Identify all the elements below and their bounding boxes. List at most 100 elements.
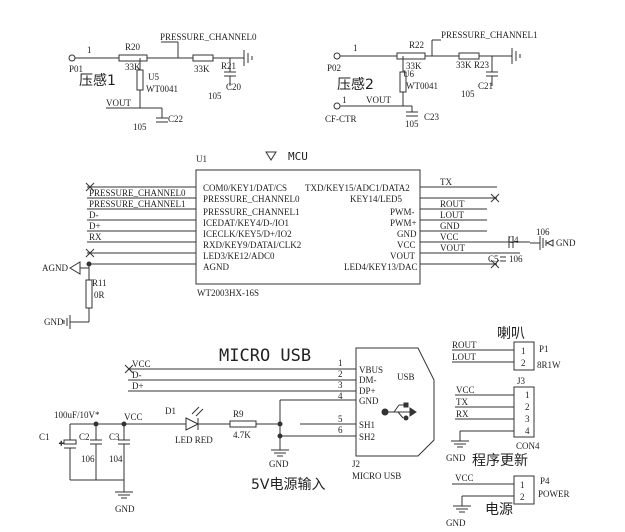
speaker-connector-block: 喇叭 P1 8R1W 1 2 ROUT LOUT	[452, 326, 561, 371]
usb-ref: J2	[352, 459, 360, 469]
r21-resistor	[192, 54, 214, 62]
c1-value: 100uF/10V*	[54, 410, 100, 420]
mcu-right-pin-6: VCC	[397, 240, 416, 250]
r23-value: 33K	[456, 60, 472, 70]
net-label-d-minus: D-	[89, 210, 99, 220]
p01-label: P01	[69, 64, 83, 74]
d1-value: LED RED	[175, 435, 213, 445]
net-label-vcc-mcu: VCC	[440, 232, 459, 242]
net-label-pressure-channel1: PRESSURE_CHANNEL1	[441, 30, 538, 40]
usb-pin-sh2: SH2	[359, 432, 375, 442]
r20-resistor	[118, 54, 148, 62]
mcu-left-pin-5: ICECLK/KEY5/D+/IO2	[203, 229, 292, 239]
u6-value: WT0041	[406, 81, 438, 91]
mcu-right-pin-2: KEY14/LED5	[350, 194, 402, 204]
power-connector-block: P4 1 2 POWER VCC GND 电源	[446, 473, 570, 528]
r9-ref: R9	[233, 409, 244, 419]
cf-ctr-label: CF-CTR	[325, 114, 357, 124]
net-label-lout: LOUT	[440, 210, 464, 220]
speaker-title: 喇叭	[497, 326, 525, 342]
c1-capacitor: +	[59, 424, 77, 480]
r9-resistor	[229, 420, 257, 428]
j3-pin-1: 1	[525, 390, 530, 400]
no-connect-marker	[85, 182, 95, 258]
c3-ref: C3	[109, 432, 120, 442]
net-label-pressure-channel0-mcu: PRESSURE_CHANNEL0	[89, 188, 186, 198]
junction	[121, 421, 127, 427]
c2-value: 106	[81, 454, 95, 464]
usb-pin-gnd: GND	[359, 396, 379, 406]
j3-part: CON4	[516, 441, 540, 451]
mcu-left-pin-2: PRESSURE_CHANNEL0	[203, 194, 300, 204]
svg-text:+: +	[59, 439, 64, 448]
c2-ref: C2	[79, 432, 90, 442]
r23-resistor	[458, 52, 480, 60]
usb-icon	[381, 402, 417, 421]
r22-value: 33K	[406, 61, 422, 71]
c5-ref: C5	[488, 254, 499, 264]
usb-pin-num-5: 5	[338, 414, 343, 424]
usb-connector-body	[355, 347, 435, 457]
p01-terminal	[68, 54, 76, 62]
mcu-right-pin-1: TXD/KEY15/ADC1/DATA2	[305, 183, 410, 193]
net-label-rout-spk: ROUT	[452, 340, 477, 350]
mcu-ref: U1	[196, 154, 207, 164]
j3-ref: J3	[517, 376, 526, 386]
p4-part: POWER	[538, 489, 570, 499]
ground-symbol	[271, 449, 289, 457]
u5-ref: U5	[148, 72, 159, 82]
gnd-label-prog: GND	[446, 453, 466, 463]
usb-pin-sh1: SH1	[359, 420, 375, 430]
net-label-pressure-channel0: PRESSURE_CHANNEL0	[160, 32, 257, 42]
led-diode-icon	[185, 417, 200, 431]
vout-label-1: VOUT	[106, 98, 131, 108]
usb-pin-dm: DM-	[359, 375, 377, 385]
c4-ref: C4	[508, 235, 519, 245]
ground-symbol	[539, 236, 547, 250]
p4-connector	[513, 475, 535, 505]
c22-value: 105	[133, 122, 147, 132]
no-connect-marker	[490, 193, 500, 269]
micro-usb-block: MICRO USB USB VBUS DM- DP+ GND SH1 SH2 1…	[39, 346, 435, 514]
mcu-block: MCU U1 WT2003HX-16S COM0/KEY1/DAT/CS PRE…	[42, 150, 576, 329]
c1-ref: C1	[39, 432, 50, 442]
usb-pin-num-6: 6	[338, 425, 343, 435]
r21-ref: R21	[221, 61, 236, 71]
r21-value: 33K	[194, 64, 210, 74]
gnd-label-usb: GND	[269, 459, 289, 469]
usb-pin-num-4: 4	[338, 391, 343, 401]
p01-pin-number: 1	[87, 45, 92, 55]
p02-pin-number: 1	[353, 43, 358, 53]
ground-symbol	[451, 440, 469, 448]
net-label-dplus-usb: D+	[132, 381, 144, 391]
pressure-sensor-2-label: 压感2	[337, 76, 374, 93]
net-label-rx: RX	[89, 232, 102, 242]
pressure-sensor-2-block: 1 P02 R22 33K PRESSURE_CHANNEL1 33K R23 …	[325, 30, 538, 129]
net-label-tx-prog: TX	[456, 397, 468, 407]
junction	[86, 261, 92, 267]
usb-pin-num-2: 2	[338, 369, 343, 379]
c3-value: 104	[109, 454, 123, 464]
program-update-title: 程序更新	[472, 453, 528, 469]
r20-ref: R20	[125, 42, 141, 52]
junction	[277, 433, 283, 439]
no-connect-marker	[124, 364, 134, 374]
gnd-label-pwr: GND	[446, 518, 466, 528]
gnd-label-input: GND	[115, 504, 135, 514]
u6-ref: U6	[403, 69, 414, 79]
net-label-rx-prog: RX	[456, 409, 469, 419]
j3-pin-3: 3	[525, 414, 530, 424]
r22-ref: R22	[409, 40, 424, 50]
mcu-left-pin-6: RXD/KEY9/DATAI/CLK2	[203, 240, 301, 250]
c20-value: 105	[208, 91, 222, 101]
p1-part: 8R1W	[537, 360, 561, 370]
net-label-vcc-prog: VCC	[456, 385, 475, 395]
mcu-left-pin-8: AGND	[203, 262, 229, 272]
mcu-right-pin-8: LED4/KEY13/DAC	[344, 262, 418, 272]
r20-value: 33K	[125, 62, 141, 72]
c3-capacitor	[118, 424, 130, 480]
net-label-vcc-pwr: VCC	[455, 473, 474, 483]
r22-resistor	[396, 52, 426, 60]
j3-pin-4: 4	[525, 426, 530, 436]
cf-ctr-terminal	[333, 102, 341, 110]
